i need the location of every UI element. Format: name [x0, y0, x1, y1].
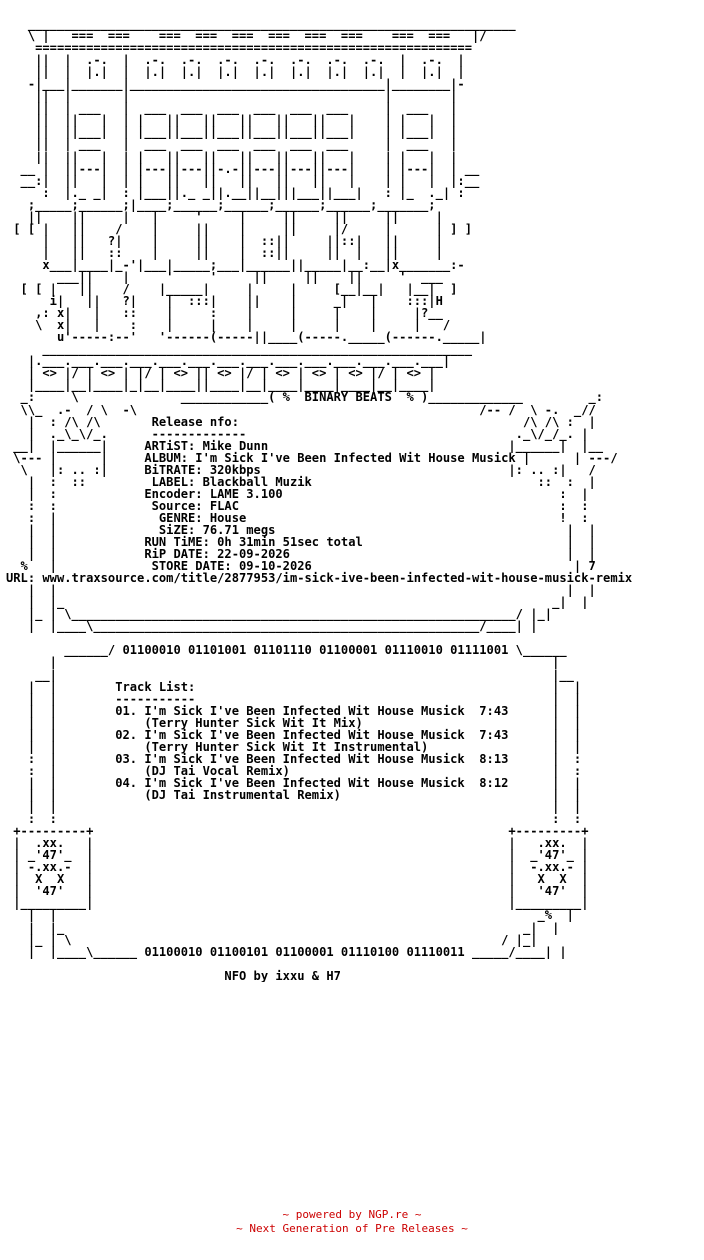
nfo-line: |_ | \__________________________________…	[6, 607, 553, 622]
nfo-line: : |._ _| : |___||._ _||.__||__|||___||__…	[6, 185, 465, 200]
nfo-line: \ |: .. :| BiTRATE: 320kbps |: .. :| /	[6, 462, 596, 477]
nfo-line: x___|____|_-'|___|_____;___|______||____…	[6, 257, 465, 272]
nfo-line: u'-----:--' '------(-----||____(-----.__…	[6, 330, 487, 345]
nfo-line: ________________________________________…	[6, 342, 472, 357]
nfo-line: : | (DJ Tai Vocal Remix) | :	[6, 763, 582, 778]
nfo-line: | | 01. I'm Sick I've Been Infected Wit …	[6, 703, 582, 718]
nfo-line: | -.xx.- | | -.xx.- |	[6, 860, 589, 875]
nfo-line: | |_ _| |	[6, 920, 560, 935]
nfo-line: | || :: | || | ::|| || | || |	[6, 245, 443, 260]
nfo-line: | : :: LABEL: Blackball Muzik :: : |	[6, 474, 596, 489]
powered-by-label: ~ powered by NGP.re ~	[282, 1208, 422, 1221]
nfo-line: ,: x| | :: | : | | | | |?__	[6, 306, 443, 321]
ngp-tagline-label: ~ Next Generation of Pre Releases ~	[236, 1222, 468, 1235]
nfo-line: ========================================…	[6, 41, 472, 56]
nfo-line: ___|| | ' ' || || || ' ___	[6, 269, 443, 284]
nfo-line: -|___|_______|__________________________…	[6, 77, 465, 92]
nfo-line: || || | | ' | || || || |	[6, 209, 443, 224]
nfo-line: | | _% |	[6, 908, 574, 923]
nfo-line: |.___.___.___.___.___.___.___.___.___.__…	[6, 354, 451, 369]
nfo-line: | | 04. I'm Sick I've Been Infected Wit …	[6, 775, 582, 790]
nfo-line: | | ----------- | |	[6, 691, 582, 706]
nfo-line: || ||___| | |___||___||___||___||___||__…	[6, 125, 458, 140]
nfo-line: \\_ .- / \ -\ /-- / \ -. _//	[6, 402, 596, 417]
nfo-line: || | .-. | .-. .-. .-. .-. .-. .-. .-. |…	[6, 53, 465, 68]
nfo-line: | | (Terry Hunter Sick Wit It Mix) | |	[6, 715, 582, 730]
nfo-line: | _'47'_ | | _'47'_ |	[6, 848, 589, 863]
nfo-line: : : Source: FLAC : :	[6, 498, 589, 513]
nfo-line: | ._\_\/_. ------------- ._\/_/_. |	[6, 426, 589, 441]
nfo-line: : | GENRE: House ! :	[6, 510, 589, 525]
nfo-line: | '47' | | '47' |	[6, 884, 589, 899]
nfo-line: | | | |	[6, 800, 582, 815]
nfo-line: | |	[6, 655, 560, 670]
nfo-line: [ [ | || / | || | || |/ | | ] ]	[6, 221, 472, 236]
nfo-line: | |____\________________________________…	[6, 619, 538, 634]
nfo-line: | | SiZE: 76.71 megs | |	[6, 522, 596, 537]
nfo-line: \ x| | : | | | | | | | /	[6, 318, 451, 333]
nfo-line: NFO by ixxu & H7	[6, 968, 341, 982]
nfo-line: __:| || | | | || || || || || | | | | |:_…	[6, 173, 480, 188]
nfo-line: | .xx. | | .xx. |	[6, 836, 589, 851]
nfo-line: | | 02. I'm Sick I've Been Infected Wit …	[6, 727, 582, 742]
nfo-line: i| || ?| | :::| || | _| | :::|H	[6, 294, 443, 309]
nfo-line: | <> |/ | <> | |/ | <> || <> |/ | <> | <…	[6, 366, 436, 381]
nfo-line: % | STORE DATE: 09-10-2026 | 7	[6, 559, 596, 574]
nfo-line: | |____\______ 01100010 01100101 0110000…	[6, 944, 567, 959]
nfo-line: || || | | | || || || || || | | | | |	[6, 113, 458, 128]
nfo-line: ________________________________________…	[6, 18, 516, 31]
nfo-line: | | RiP DATE: 22-09-2026 | |	[6, 547, 596, 562]
nfo-line: \--- | | ALBUM: I'm Sick I've Been Infec…	[6, 450, 618, 465]
nfo-line: _: \ ____________( % BINARY BEATS % )___…	[6, 390, 604, 405]
nfo-line: |____|__|____|_|__|____||____|__|____|__…	[6, 378, 436, 393]
nfo-line: | | | |	[6, 583, 596, 598]
nfo-line: +---------+ +---------+	[6, 824, 589, 839]
nfo-text-block: ________________________________________…	[6, 18, 698, 982]
nfo-line: | : Encoder: LAME 3.100 : |	[6, 486, 589, 501]
nfo-line: [ [ | || / |_____| | | [__|__| |__| ]	[6, 282, 458, 297]
nfo-line: __| |______| ARTiST: Mike Dunn |______| …	[6, 438, 604, 453]
nfo-line: || | |.| | |.| |.| |.| |.| |.| |.| |.| |…	[6, 65, 465, 80]
nfo-line: : : : :	[6, 812, 582, 827]
nfo-line: | : /\ /\ Release nfo: /\ /\ : |	[6, 414, 596, 429]
nfo-line: || | ___ | ___ ___ ___ ___ ___ ___ | ___…	[6, 137, 458, 152]
nfo-line: |_ | \ / |_|	[6, 932, 538, 947]
nfo-line: ______/ 01100010 01101001 01101110 01100…	[6, 643, 567, 658]
nfo-line: URL: www.traxsource.com/title/2877953/im…	[6, 571, 633, 586]
nfo-line: | X X | | X X |	[6, 872, 589, 887]
nfo-line: | | Track List: | |	[6, 679, 582, 694]
nfo-line: __ | ||---| | |---||---||-.-||---||---||…	[6, 161, 480, 176]
nfo-line: | || ?| | || | ::|| ||::| || |	[6, 233, 443, 248]
nfo-line: \ | === === === === === === === === === …	[6, 29, 487, 44]
nfo-line: __| |__	[6, 667, 574, 682]
nfo-line	[6, 958, 698, 970]
nfo-line: | | RUN TiME: 0h 31min 51sec total | |	[6, 535, 596, 550]
nfo-line: : | 03. I'm Sick I've Been Infected Wit …	[6, 751, 582, 766]
nfo-line: | |_ _| |	[6, 595, 589, 610]
nfo-line: || | ___ | ___ ___ ___ ___ ___ ___ | ___…	[6, 101, 458, 116]
nfo-line: |_________| |_________|	[6, 896, 589, 911]
nfo-line: || | | | |	[6, 89, 458, 104]
nfo-line: | | (Terry Hunter Sick Wit It Instrument…	[6, 739, 582, 754]
nfo-line: ;_____;______;|____;______;______;______…	[6, 197, 436, 212]
nfo-line: || || | | | || || || || || | | | | |	[6, 149, 458, 164]
nfo-line: | | (DJ Tai Instrumental Remix) | |	[6, 788, 582, 802]
